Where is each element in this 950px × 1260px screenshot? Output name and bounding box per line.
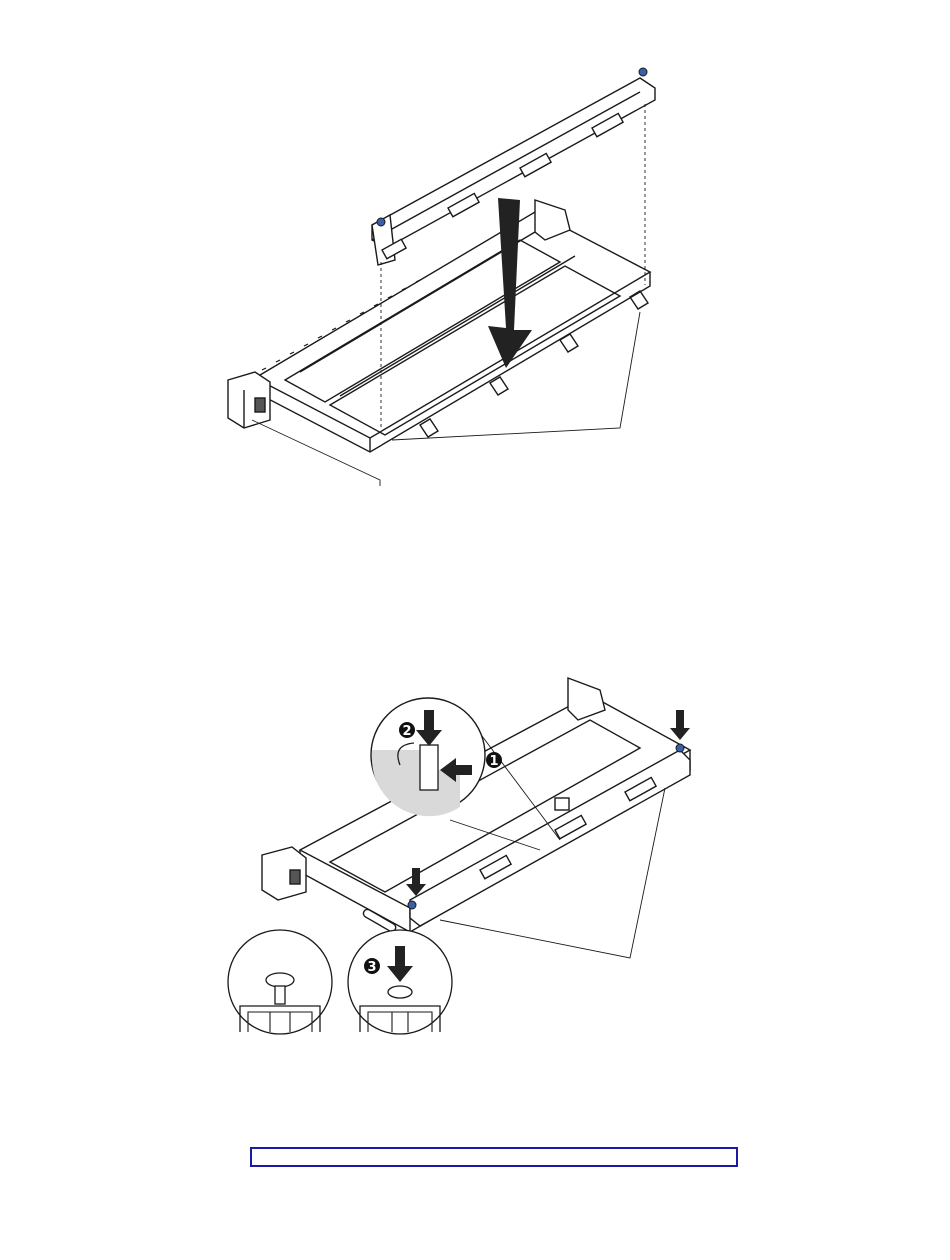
backplane-lowering-illustration: [0, 0, 950, 520]
plunger-knob-icon: [408, 901, 416, 909]
callout-number-2: 2: [402, 724, 411, 739]
callout-number-1: 1: [489, 754, 498, 769]
plunger-knob-icon: [639, 68, 647, 76]
detail-lens-plunger-down: [348, 930, 452, 1034]
backplane-latch-figure: 2 1 3: [0, 640, 950, 1080]
press-arrow-icon: [670, 710, 690, 740]
chassis-floor: [255, 212, 650, 438]
footer-frame: [250, 1147, 738, 1167]
plunger-knob-icon: [676, 744, 684, 752]
latch-clip: [630, 291, 648, 309]
latch-clip: [560, 334, 578, 352]
backplane-lowering-figure: [0, 0, 950, 520]
callout-number-3: 3: [367, 960, 376, 975]
plunger-knob-icon: [377, 218, 385, 226]
latch-clip: [420, 419, 438, 437]
detail-lens-plunger-up: [228, 930, 332, 1034]
backplane-latch-illustration: 2 1 3: [0, 640, 950, 1080]
